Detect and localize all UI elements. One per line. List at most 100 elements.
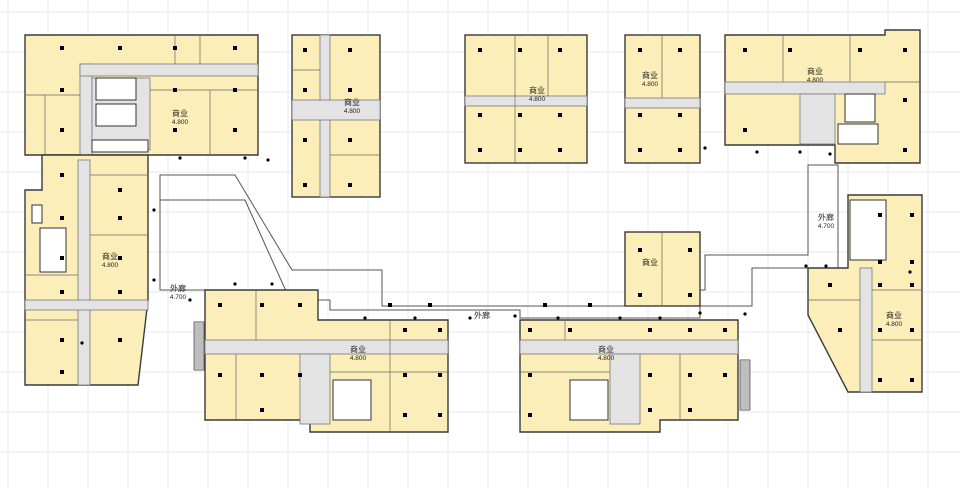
structural-column	[260, 373, 264, 377]
shop-label-b: 商业	[102, 251, 118, 261]
structural-column	[478, 148, 482, 152]
structural-column	[118, 46, 122, 50]
structural-column	[648, 373, 652, 377]
structural-column	[478, 48, 482, 52]
structural-column	[588, 303, 592, 307]
structural-column	[903, 48, 907, 52]
structural-column	[303, 138, 307, 142]
structural-column	[688, 373, 692, 377]
shop-label-i: 商业	[350, 344, 366, 354]
block-c: 商业 4.800	[291, 34, 381, 198]
gallery-marker	[80, 341, 84, 345]
structural-column	[638, 113, 642, 117]
structural-column	[558, 148, 562, 152]
structural-column	[678, 113, 682, 117]
structural-column	[218, 303, 222, 307]
structural-column	[838, 328, 842, 332]
escalator-frame	[739, 359, 751, 411]
gallery-marker	[188, 298, 192, 302]
block-a: 商业 4.800	[24, 34, 259, 156]
structural-column	[173, 46, 177, 50]
gallery-marker	[468, 316, 472, 320]
structural-column	[478, 113, 482, 117]
gallery-marker	[413, 316, 417, 320]
structural-column	[60, 46, 64, 50]
structural-column	[648, 328, 652, 332]
block-d: 商业 4.800	[464, 34, 588, 164]
gallery-level-left: 4.700	[170, 294, 187, 301]
shop-label-d: 商业	[529, 85, 545, 95]
shop-label-a: 商业	[172, 108, 188, 118]
structural-column	[688, 248, 692, 252]
structural-column	[528, 413, 532, 417]
shop-level-b: 4.800	[102, 262, 119, 269]
shop-level-c: 4.800	[344, 108, 361, 115]
structural-column	[910, 328, 914, 332]
structural-column	[638, 248, 642, 252]
structural-column	[518, 113, 522, 117]
block-g: 商业	[624, 231, 701, 307]
gallery-marker	[658, 316, 662, 320]
shop-level-e: 4.800	[642, 81, 659, 88]
structural-column	[438, 373, 442, 377]
shop-level-h: 4.800	[886, 321, 903, 328]
structural-column	[638, 48, 642, 52]
structural-column	[528, 328, 532, 332]
structural-column	[723, 328, 727, 332]
shop-level-a: 4.800	[172, 119, 189, 126]
structural-column	[118, 216, 122, 220]
structural-column	[678, 148, 682, 152]
structural-column	[878, 378, 882, 382]
shop-label-e: 商业	[642, 70, 658, 80]
gallery-marker	[824, 264, 828, 268]
structural-column	[348, 88, 352, 92]
structural-column	[118, 338, 122, 342]
structural-column	[910, 283, 914, 287]
structural-column	[568, 328, 572, 332]
structural-column	[558, 48, 562, 52]
structural-column	[910, 378, 914, 382]
gallery-marker	[804, 264, 808, 268]
block-e: 商业 4.800	[624, 34, 701, 164]
gallery-marker	[618, 316, 622, 320]
structural-column	[878, 328, 882, 332]
block-f: 商业 4.800	[724, 29, 921, 164]
gallery-marker	[152, 278, 156, 282]
gallery-marker	[743, 312, 747, 316]
structural-column	[303, 88, 307, 92]
shop-level-i: 4.800	[350, 355, 367, 362]
gallery-marker	[243, 156, 247, 160]
structural-column	[60, 370, 64, 374]
structural-column	[60, 216, 64, 220]
structural-column	[260, 408, 264, 412]
structural-column	[878, 283, 882, 287]
structural-column	[788, 48, 792, 52]
gallery-marker	[908, 270, 912, 274]
block-b: 商业 4.800	[24, 154, 149, 386]
structural-column	[403, 328, 407, 332]
structural-column	[298, 373, 302, 377]
gallery-marker	[556, 316, 560, 320]
gallery-marker	[513, 314, 517, 318]
structural-column	[688, 293, 692, 297]
shop-level-j: 4.800	[598, 355, 615, 362]
structural-column	[688, 328, 692, 332]
structural-column	[348, 183, 352, 187]
gallery-marker	[178, 156, 182, 160]
block-h: 商业 4.800	[807, 194, 923, 393]
gallery-marker	[152, 208, 156, 212]
structural-column	[743, 48, 747, 52]
structural-column	[60, 290, 64, 294]
shop-label-g: 商业	[642, 257, 658, 267]
gallery-marker	[363, 316, 367, 320]
structural-column	[518, 48, 522, 52]
structural-column	[60, 128, 64, 132]
structural-column	[688, 408, 692, 412]
gallery-marker	[698, 311, 702, 315]
structural-column	[260, 303, 264, 307]
gallery-marker	[755, 150, 759, 154]
gallery-label-left: 外廊	[170, 283, 186, 293]
structural-column	[118, 188, 122, 192]
structural-column	[233, 88, 237, 92]
structural-column	[173, 88, 177, 92]
